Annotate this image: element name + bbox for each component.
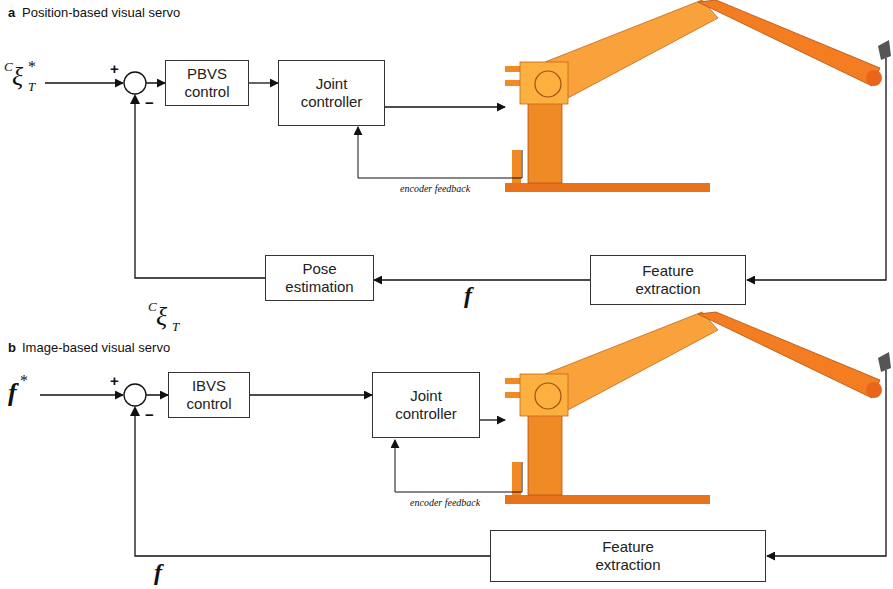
panel-title: Image-based visual servo	[22, 341, 170, 355]
summing-junction	[124, 384, 146, 406]
robot-arm	[505, 312, 891, 504]
minus-sign: −	[145, 406, 154, 423]
frame-superscript: C	[148, 300, 157, 314]
box-label: Feature extraction	[573, 538, 683, 574]
frame-subscript: T	[172, 320, 179, 334]
process-box: Joint controller	[372, 372, 480, 438]
panel-letter: b	[8, 341, 16, 355]
signal-arrow	[250, 394, 372, 395]
signal-arrow	[135, 83, 265, 278]
process-box: PBVS control	[165, 60, 249, 106]
box-label: Feature extraction	[613, 262, 723, 298]
signal-label: f	[152, 560, 164, 584]
desired-star: *	[20, 372, 28, 390]
frame-subscript: T	[28, 80, 35, 94]
feature-symbol: f	[8, 378, 17, 407]
signal-label: f	[462, 283, 474, 307]
panel-title: Position-based visual servo	[22, 6, 180, 20]
frame-superscript: C	[4, 60, 13, 74]
box-label: Joint controller	[379, 387, 474, 423]
pose-symbol: ξ	[156, 302, 167, 331]
signal-note: encoder feedback	[410, 497, 480, 508]
signal-note: encoder feedback	[400, 183, 470, 194]
box-label: PBVS control	[172, 65, 242, 101]
panel-letter: a	[8, 6, 15, 20]
plus-sign: +	[110, 372, 119, 389]
desired-star: *	[28, 58, 36, 76]
process-box: IBVS control	[168, 372, 250, 418]
process-box: Feature extraction	[590, 255, 746, 305]
box-label: IBVS control	[174, 377, 244, 413]
pose-symbol: ξ	[12, 62, 23, 91]
process-box: Joint controller	[278, 60, 385, 126]
signal-arrow	[374, 279, 590, 280]
signal-arrow	[249, 82, 278, 83]
summing-junction	[124, 72, 146, 94]
process-box: Feature extraction	[490, 530, 766, 582]
robot-arm	[505, 0, 891, 192]
box-label: Pose estimation	[272, 260, 367, 296]
box-label: Joint controller	[284, 75, 379, 111]
plus-sign: +	[110, 60, 119, 77]
minus-sign: −	[145, 94, 154, 111]
process-box: Pose estimation	[265, 255, 374, 301]
